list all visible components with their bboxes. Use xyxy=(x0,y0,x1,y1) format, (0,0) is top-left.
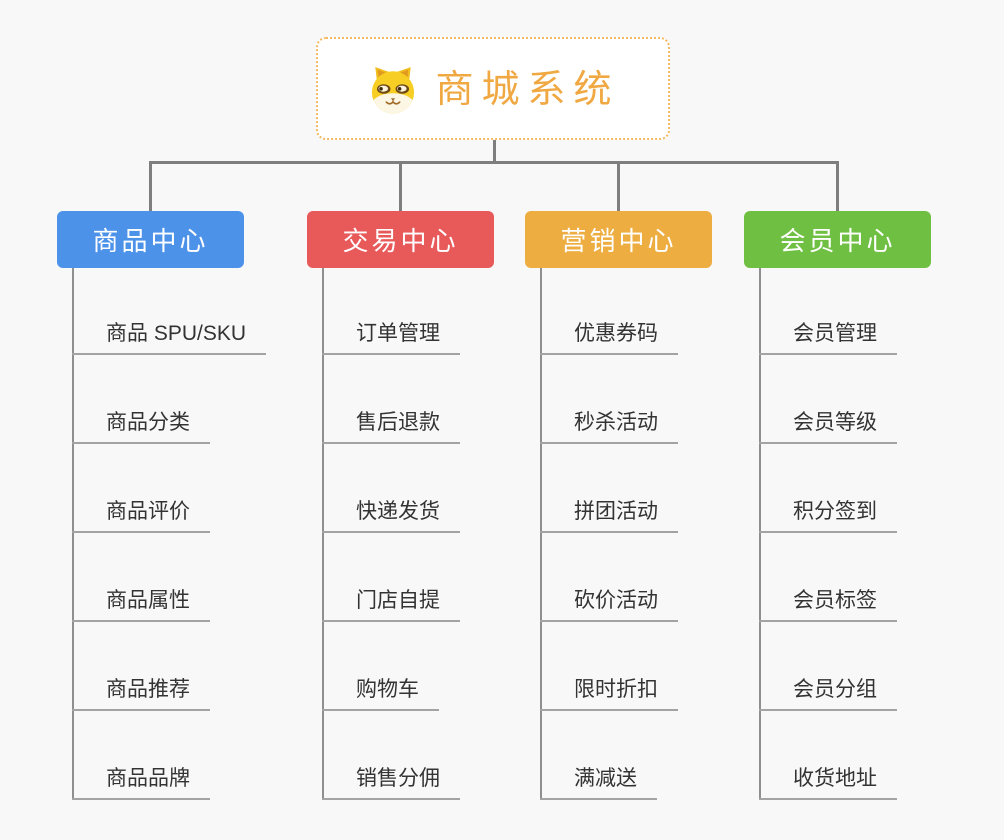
branch-header-member[interactable]: 会员中心 xyxy=(744,211,931,268)
branch-item[interactable]: 商品推荐 xyxy=(72,675,210,711)
branch-item[interactable]: 会员分组 xyxy=(759,675,897,711)
branch-drop-line xyxy=(149,161,152,211)
branch-item[interactable]: 商品属性 xyxy=(72,586,210,622)
branch-drop-line xyxy=(399,161,402,211)
branch-column-marketing: 优惠券码 秒杀活动 拼团活动 砍价活动 限时折扣 满减送 xyxy=(540,268,772,800)
branch-item[interactable]: 商品品牌 xyxy=(72,764,210,800)
root-node[interactable]: 商城系统 xyxy=(316,37,670,140)
branch-item[interactable]: 销售分佣 xyxy=(322,764,460,800)
branch-item[interactable]: 会员标签 xyxy=(759,586,897,622)
branch-item[interactable]: 砍价活动 xyxy=(540,586,678,622)
branch-item[interactable]: 秒杀活动 xyxy=(540,408,678,444)
branch-item[interactable]: 收货地址 xyxy=(759,764,897,800)
branch-item[interactable]: 满减送 xyxy=(540,764,657,800)
branch-drop-line xyxy=(617,161,620,211)
branch-item[interactable]: 积分签到 xyxy=(759,497,897,533)
branch-rail-line xyxy=(149,161,839,164)
branch-column-goods: 商品 SPU/SKU 商品分类 商品评价 商品属性 商品推荐 商品品牌 xyxy=(72,268,304,800)
branch-item[interactable]: 门店自提 xyxy=(322,586,460,622)
branch-item[interactable]: 售后退款 xyxy=(322,408,460,444)
root-connector-line xyxy=(493,140,496,163)
branch-column-member: 会员管理 会员等级 积分签到 会员标签 会员分组 收货地址 xyxy=(759,268,991,800)
branch-item[interactable]: 会员等级 xyxy=(759,408,897,444)
branch-item[interactable]: 订单管理 xyxy=(322,319,460,355)
branch-item[interactable]: 快递发货 xyxy=(322,497,460,533)
branch-item[interactable]: 拼团活动 xyxy=(540,497,678,533)
branch-header-marketing[interactable]: 营销中心 xyxy=(525,211,712,268)
branch-drop-line xyxy=(836,161,839,211)
branch-item[interactable]: 商品分类 xyxy=(72,408,210,444)
branch-item[interactable]: 购物车 xyxy=(322,675,439,711)
branch-item[interactable]: 商品 SPU/SKU xyxy=(72,319,267,355)
branch-item[interactable]: 会员管理 xyxy=(759,319,897,355)
branch-header-goods[interactable]: 商品中心 xyxy=(57,211,244,268)
doge-icon xyxy=(372,66,415,113)
branch-item[interactable]: 商品评价 xyxy=(72,497,210,533)
branch-item[interactable]: 优惠券码 xyxy=(540,319,678,355)
branch-column-trade: 订单管理 售后退款 快递发货 门店自提 购物车 销售分佣 xyxy=(322,268,554,800)
root-title: 商城系统 xyxy=(435,68,620,111)
branch-header-trade[interactable]: 交易中心 xyxy=(307,211,494,268)
branch-item[interactable]: 限时折扣 xyxy=(540,675,678,711)
